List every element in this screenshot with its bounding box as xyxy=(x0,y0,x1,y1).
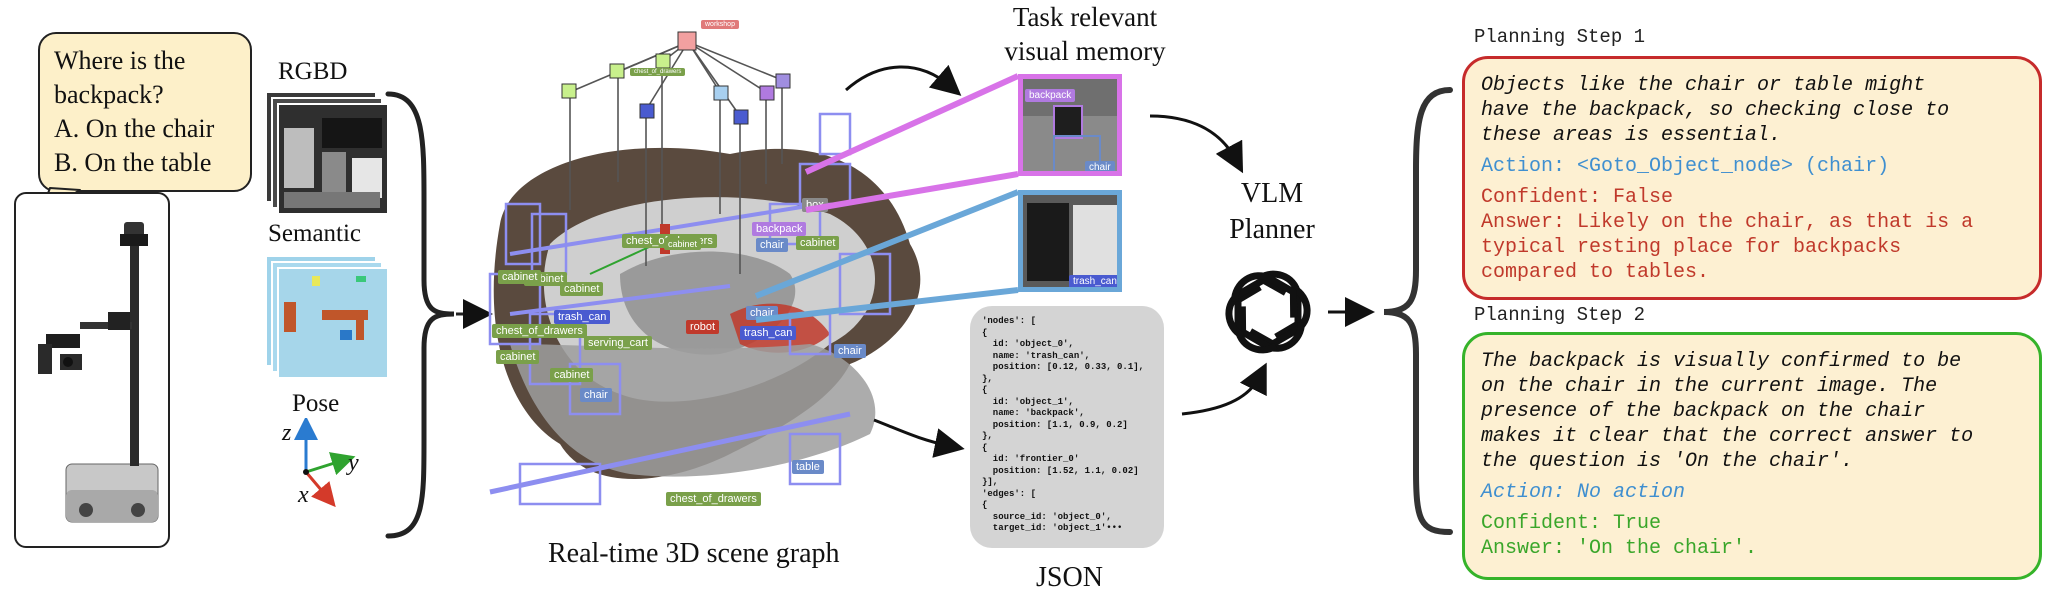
graph-label-chair-4: chair xyxy=(834,344,866,358)
step2-reasoning: The backpack is visually confirmed to be… xyxy=(1481,349,2023,474)
json-line: name: 'trash_can', xyxy=(982,350,1091,361)
graph-label-chair-2: chair xyxy=(756,238,788,252)
scene-graph-caption: Real-time 3D scene graph xyxy=(548,538,840,569)
json-line: id: 'object_1', xyxy=(982,396,1074,407)
graph-label-cabinet-5: cabinet xyxy=(550,368,594,382)
json-line: }], xyxy=(982,477,999,487)
memory-title: Task relevant visual memory xyxy=(985,0,1185,68)
robot-image-frame xyxy=(14,192,170,548)
memory-image-trashcan: trash_can xyxy=(1018,190,1122,292)
json-line: { xyxy=(982,442,988,453)
graph-label-cart: serving_cart xyxy=(584,336,652,350)
graph-label-trash-2: trash_can xyxy=(740,326,797,340)
json-line: position: [1.1, 0.9, 0.2] xyxy=(982,419,1128,430)
step2-reasoning-line: presence of the backpack on the chair xyxy=(1481,400,1926,423)
step1-answer-line: Answer: Likely on the chair, as that is … xyxy=(1481,211,1974,234)
graph-label-trash-1: trash_can xyxy=(554,310,611,324)
openai-logo-icon xyxy=(1225,270,1311,354)
graph-label-cabinet-2: cabinet xyxy=(498,270,542,284)
robot-illustration xyxy=(38,222,159,523)
rgbd-label: RGBD xyxy=(278,58,348,85)
graph-label-table: table xyxy=(792,460,824,474)
graph-label-chest-2: chest_of_drawers xyxy=(492,324,587,338)
json-line: position: [0.12, 0.33, 0.1], xyxy=(982,362,1145,372)
step2-title: Planning Step 2 xyxy=(1474,304,1646,326)
axis-x-label: x xyxy=(298,482,309,508)
graph-label-chest-3: chest_of_drawers xyxy=(666,492,761,506)
step2-action: Action: No action xyxy=(1481,481,1686,504)
graph-label-robot: robot xyxy=(686,320,720,334)
memory-label-chair: chair xyxy=(1085,161,1115,171)
json-line: }, xyxy=(982,431,993,441)
json-line: { xyxy=(982,327,988,338)
memory-title-line-1: Task relevant xyxy=(1012,2,1158,32)
step1-reasoning-line: these areas is essential. xyxy=(1481,124,1782,147)
question-line-2: backpack? xyxy=(54,80,164,109)
graph-label-backpack: backpack xyxy=(752,222,807,236)
json-line: { xyxy=(982,385,988,395)
step1-action: Action: <Goto_Object_node> (chair) xyxy=(1481,155,1890,178)
step2-box: The backpack is visually confirmed to be… xyxy=(1462,332,2042,580)
planner-line-1: VLM xyxy=(1240,178,1304,209)
json-code: 'nodes': [{ id: 'object_0', name: 'trash… xyxy=(982,316,1152,535)
graph-label-cabinet-7: cabinet xyxy=(664,238,702,250)
memory-image-backpack: backpack chair xyxy=(1018,74,1122,176)
pose-label: Pose xyxy=(292,390,340,417)
step1-reasoning-line: Objects like the chair or table might xyxy=(1481,74,1926,97)
semantic-stack xyxy=(265,255,389,379)
memory-label-backpack: backpack xyxy=(1025,89,1076,102)
step2-confident: Confident: True xyxy=(1481,512,1662,535)
graph-label-chest-4: chest_of_drawers xyxy=(630,68,686,76)
step1-answer-line: typical resting place for backpacks xyxy=(1481,236,1902,259)
graph-root-label: workshop xyxy=(701,20,739,29)
step1-answer: Answer: Likely on the chair, as that is … xyxy=(1481,210,2023,285)
json-line: target_id: 'object_1'••• xyxy=(982,523,1123,533)
option-b: B. On the table xyxy=(54,148,212,177)
graph-label-chair-1: chair xyxy=(580,388,612,402)
json-line: position: [1.52, 1.1, 0.02] xyxy=(982,465,1139,476)
step2-answer: Answer: 'On the chair'. xyxy=(1481,537,1758,560)
json-line: 'edges': [ xyxy=(982,488,1037,499)
rgbd-stack xyxy=(265,91,389,215)
axis-y-label: y xyxy=(348,450,359,476)
json-panel: 'nodes': [{ id: 'object_0', name: 'trash… xyxy=(970,306,1164,548)
json-line: id: 'frontier_0' xyxy=(982,454,1080,464)
option-a: A. On the chair xyxy=(54,114,215,143)
json-line: { xyxy=(982,500,988,510)
step1-answer-line: compared to tables. xyxy=(1481,261,1710,284)
input-brace xyxy=(385,91,493,539)
graph-label-cabinet-4: cabinet xyxy=(496,350,540,364)
axis-z-label: z xyxy=(282,420,292,446)
json-line: name: 'backpack', xyxy=(982,408,1085,418)
memory-title-line-2: visual memory xyxy=(1004,36,1166,66)
memory-label-trash: trash_can xyxy=(1069,275,1117,287)
json-caption: JSON xyxy=(1036,562,1103,593)
graph-label-cabinet-3: cabinet xyxy=(560,282,604,296)
pose-axes xyxy=(294,418,356,508)
question-bubble: Where is the backpack? A. On the chair B… xyxy=(38,32,252,192)
step2-reasoning-line: on the chair in the current image. The xyxy=(1481,375,1938,398)
step1-reasoning: Objects like the chair or table might ha… xyxy=(1481,73,2023,148)
step1-reasoning-line: have the backpack, so checking close to xyxy=(1481,99,1950,122)
step1-box: Objects like the chair or table might ha… xyxy=(1462,56,2042,300)
step1-title: Planning Step 1 xyxy=(1474,26,1646,48)
json-line: }, xyxy=(982,373,993,384)
graph-label-cabinet-6: cabinet xyxy=(796,236,840,250)
step2-reasoning-line: The backpack is visually confirmed to be xyxy=(1481,350,1962,373)
step1-confident: Confident: False xyxy=(1481,186,1674,209)
step2-reasoning-line: makes it clear that the correct answer t… xyxy=(1481,425,1974,448)
question-line-1: Where is the xyxy=(54,46,186,75)
json-line: source_id: 'object_0', xyxy=(982,511,1112,522)
step2-reasoning-line: the question is 'On the chair'. xyxy=(1481,450,1854,473)
json-line: id: 'object_0', xyxy=(982,339,1074,349)
semantic-label: Semantic xyxy=(268,220,362,247)
json-line: 'nodes': [ xyxy=(982,316,1037,326)
planner-label: VLM Planner xyxy=(1212,176,1332,248)
planner-line-2: Planner xyxy=(1229,214,1315,245)
